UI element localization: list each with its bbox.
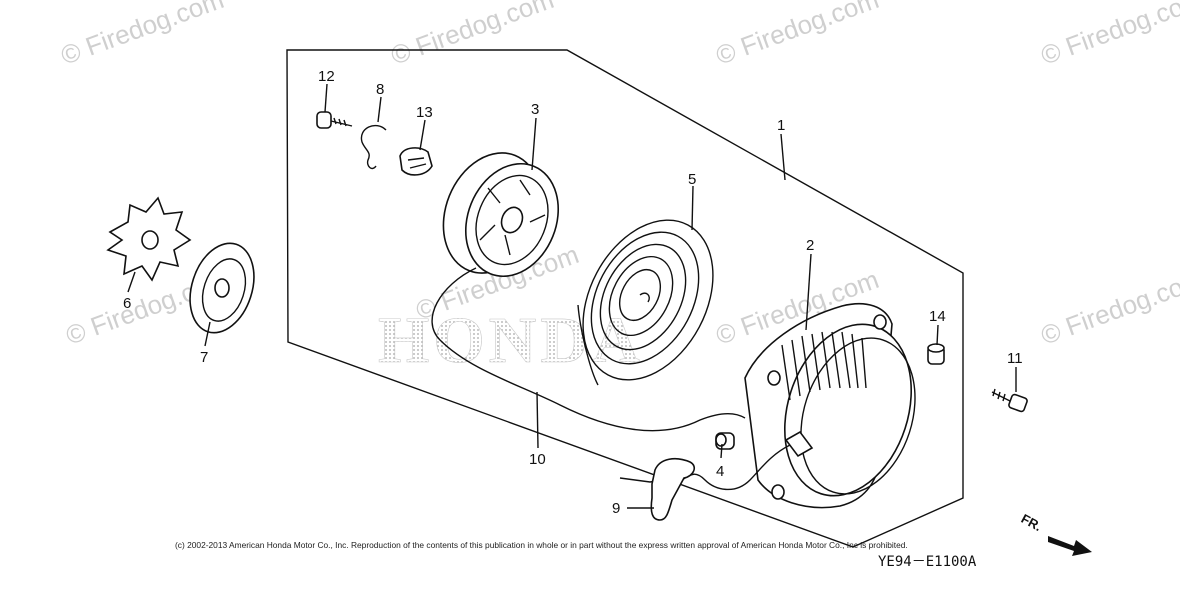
front-arrow-icon [1048,536,1092,556]
part-11-flange-bolt [991,388,1028,413]
part-10-rope [431,267,746,432]
callout-14: 14 [929,308,946,325]
watermark: © Firedog.com [387,0,558,71]
part-9-grip [619,457,696,521]
callout-4: 4 [716,463,724,480]
callout-12: 12 [318,68,335,85]
part-3-reel [442,152,560,278]
assembly-outline [286,49,964,548]
copyright-notice: (c) 2002-2013 American Honda Motor Co., … [175,540,908,550]
part-12-bolt [316,111,353,129]
callout-1: 1 [777,117,785,134]
part-4-bushing [715,432,735,450]
part-7-friction-plate [189,242,255,334]
callout-13: 13 [416,104,433,121]
callout-9: 9 [612,500,620,517]
part-13-clamp [399,147,433,176]
callout-3: 3 [531,101,539,118]
watermark: © Firedog.com [712,0,883,71]
callout-2: 2 [806,237,814,254]
callout-10: 10 [529,451,546,468]
callout-6: 6 [123,295,131,312]
part-8-clip [360,124,387,170]
watermark: © Firedog.com [1037,264,1180,351]
callout-5: 5 [688,171,696,188]
leader-lines [127,83,1017,509]
callout-labels: 1 2 3 4 5 6 7 8 9 10 11 12 13 14 [123,68,1023,517]
honda-logo: HONDA [378,304,644,377]
part-5-spring [577,219,714,386]
part-10-rope-end [681,444,791,491]
part-6-ratchet [106,196,192,282]
callout-7: 7 [200,349,208,366]
watermark: © Firedog.com [1037,0,1180,71]
part-14-collar [927,343,945,365]
part-2-starter-case [744,302,916,509]
watermark: © Firedog.com [57,0,228,71]
callout-11: 11 [1007,350,1023,367]
callout-8: 8 [376,81,384,98]
drawing-code: YE94－E1100A [878,554,977,570]
